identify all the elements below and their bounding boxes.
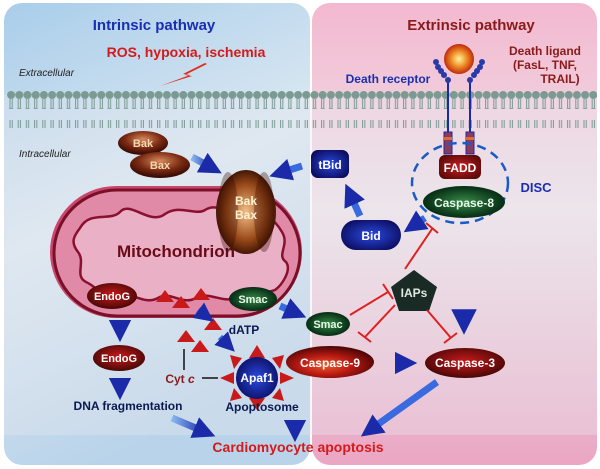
pore-bax-label: Bax: [235, 208, 257, 222]
extrinsic-title: Extrinsic pathway: [407, 17, 535, 34]
datp-label: dATP: [229, 323, 259, 337]
arrow-bax-to-pore: [190, 152, 222, 174]
outcome-label: Cardiomyocyte apoptosis: [212, 439, 383, 455]
cytc-label: Cyt c: [165, 372, 195, 386]
arrow-tbid-to-pore: [269, 158, 304, 181]
stress-label: ROS, hypoxia, ischemia: [107, 44, 266, 60]
bak-bax-pore: [216, 170, 276, 254]
bak-node: [118, 131, 168, 155]
iaps-node: [391, 270, 437, 311]
death-ligand-icon: [444, 44, 474, 74]
intracellular-label: Intracellular: [19, 149, 71, 160]
death-receptor-label: Death receptor: [346, 72, 431, 86]
endog-mito-node: [87, 283, 137, 309]
death-ligand-label-1: Death ligand: [509, 44, 581, 58]
disc-boundary: [410, 141, 510, 225]
caspase9-node: [286, 346, 374, 378]
arrow-datp-apaf: [214, 331, 235, 352]
arrow-casp3-outcome: [360, 379, 440, 437]
tbid-node: [311, 150, 349, 178]
tbid-label: tBid: [318, 158, 341, 172]
endog-cyto-node: [93, 345, 145, 371]
lightning-icon: [160, 63, 207, 86]
arrow-smac-out: [278, 298, 307, 319]
iaps-label: IAPs: [401, 286, 428, 300]
caspase8-node: [423, 186, 505, 218]
intrinsic-title: Intrinsic pathway: [93, 17, 216, 34]
cell-membrane: [7, 88, 597, 128]
cytochrome-c-icon: [156, 288, 222, 352]
fadd-node: [439, 155, 481, 179]
disc-label: DISC: [520, 180, 552, 195]
death-ligand-label-3: TRAIL): [540, 72, 579, 86]
apoptosome: [220, 345, 294, 410]
death-ligand-label-2: (FasL, TNF,: [513, 58, 577, 72]
smac-mito-node: [229, 287, 277, 311]
bax-label: Bax: [150, 160, 171, 172]
apaf1-label: Apaf1: [240, 371, 274, 385]
bid-label: Bid: [361, 229, 380, 243]
endog-cyto-label: EndoG: [101, 353, 137, 365]
arrow-bid-to-tbid: [344, 183, 365, 218]
bak-label: Bak: [133, 138, 154, 150]
arrow-dna-outcome: [170, 414, 216, 438]
endog-mito-label: EndoG: [94, 291, 130, 303]
arrow-casp8-to-bid: [403, 210, 429, 233]
activation-arrows: [108, 152, 477, 443]
smac-cyto-label: Smac: [313, 319, 342, 331]
caspase9-label: Caspase-9: [300, 356, 360, 370]
inhibition-lines: [349, 222, 458, 344]
smac-mito-label: Smac: [238, 294, 267, 306]
fadd-label: FADD: [444, 161, 477, 175]
apoptosome-label: Apoptosome: [225, 400, 299, 414]
pore-bak-label: Bak: [235, 194, 257, 208]
dna-fragmentation-label: DNA fragmentation: [74, 399, 183, 413]
mitochondrion-label: Mitochondrion: [117, 242, 235, 261]
caspase8-label: Caspase-8: [434, 196, 494, 210]
extracellular-label: Extracellular: [19, 68, 75, 79]
caspase3-node: [425, 348, 505, 378]
caspase3-label: Caspase-3: [435, 356, 495, 370]
smac-cyto-node: [306, 312, 350, 336]
arrow-cytc-out: [192, 302, 214, 322]
bax-node: [130, 152, 190, 178]
bid-node: [341, 220, 401, 250]
